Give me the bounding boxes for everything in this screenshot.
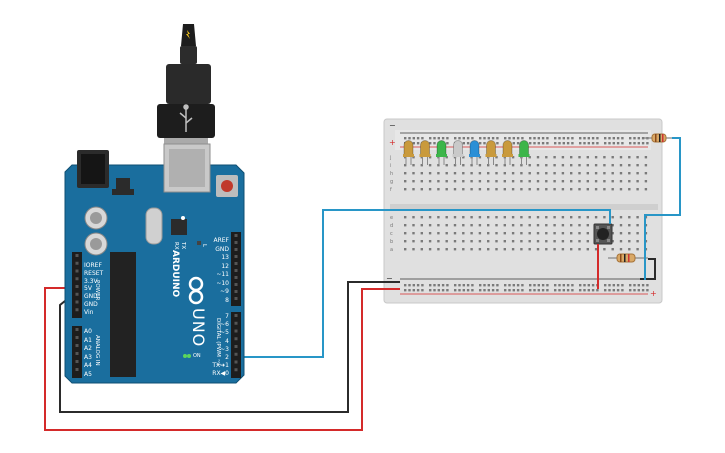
pin-headers[interactable] [72, 232, 241, 378]
on-led [183, 354, 187, 358]
row-letter: a [390, 247, 393, 253]
breadboard-holes [404, 137, 649, 292]
led-orange[interactable] [502, 140, 513, 166]
row-letter: b [390, 239, 393, 245]
power-header[interactable] [72, 252, 82, 318]
led-green[interactable] [518, 140, 530, 166]
led-white[interactable] [452, 140, 464, 166]
row-letter: e [390, 215, 393, 221]
led-orange[interactable] [419, 140, 431, 166]
row-letter: j [389, 155, 391, 161]
wires[interactable] [44, 137, 681, 431]
row-letter: c [390, 231, 393, 237]
wire-black-ground [59, 281, 400, 413]
led-green[interactable] [436, 140, 447, 166]
resistor-top[interactable] [644, 133, 672, 143]
wire-blue-resistor [644, 137, 681, 280]
rail-minus-label: − [389, 121, 396, 130]
row-letter: d [390, 223, 393, 229]
rail-plus-label-bottom: + [650, 289, 657, 298]
rail-minus-label-bottom: − [386, 274, 393, 283]
analog-header[interactable] [72, 326, 82, 378]
led-group[interactable] [403, 140, 530, 166]
row-letter: i [390, 163, 391, 169]
row-letter: f [390, 187, 392, 193]
row-letter: h [390, 171, 393, 177]
row-letter: g [390, 179, 393, 185]
digital-header-top[interactable] [231, 232, 241, 306]
led-blue[interactable] [469, 140, 480, 166]
arduino-logo-icon [188, 276, 204, 305]
wire-blue [240, 209, 611, 358]
led-orange[interactable] [485, 140, 497, 166]
digital-header-bottom[interactable] [231, 312, 241, 378]
wire-black-resistor [640, 258, 656, 280]
led-orange[interactable] [403, 140, 414, 166]
usb-cable[interactable] [157, 24, 215, 148]
resistor-bottom[interactable] [608, 253, 648, 263]
usb-icon [179, 104, 193, 132]
wire-red-power [44, 287, 400, 431]
arduino-board[interactable] [64, 143, 245, 384]
rail-plus-label: + [389, 138, 396, 147]
pushbutton[interactable] [593, 223, 613, 245]
